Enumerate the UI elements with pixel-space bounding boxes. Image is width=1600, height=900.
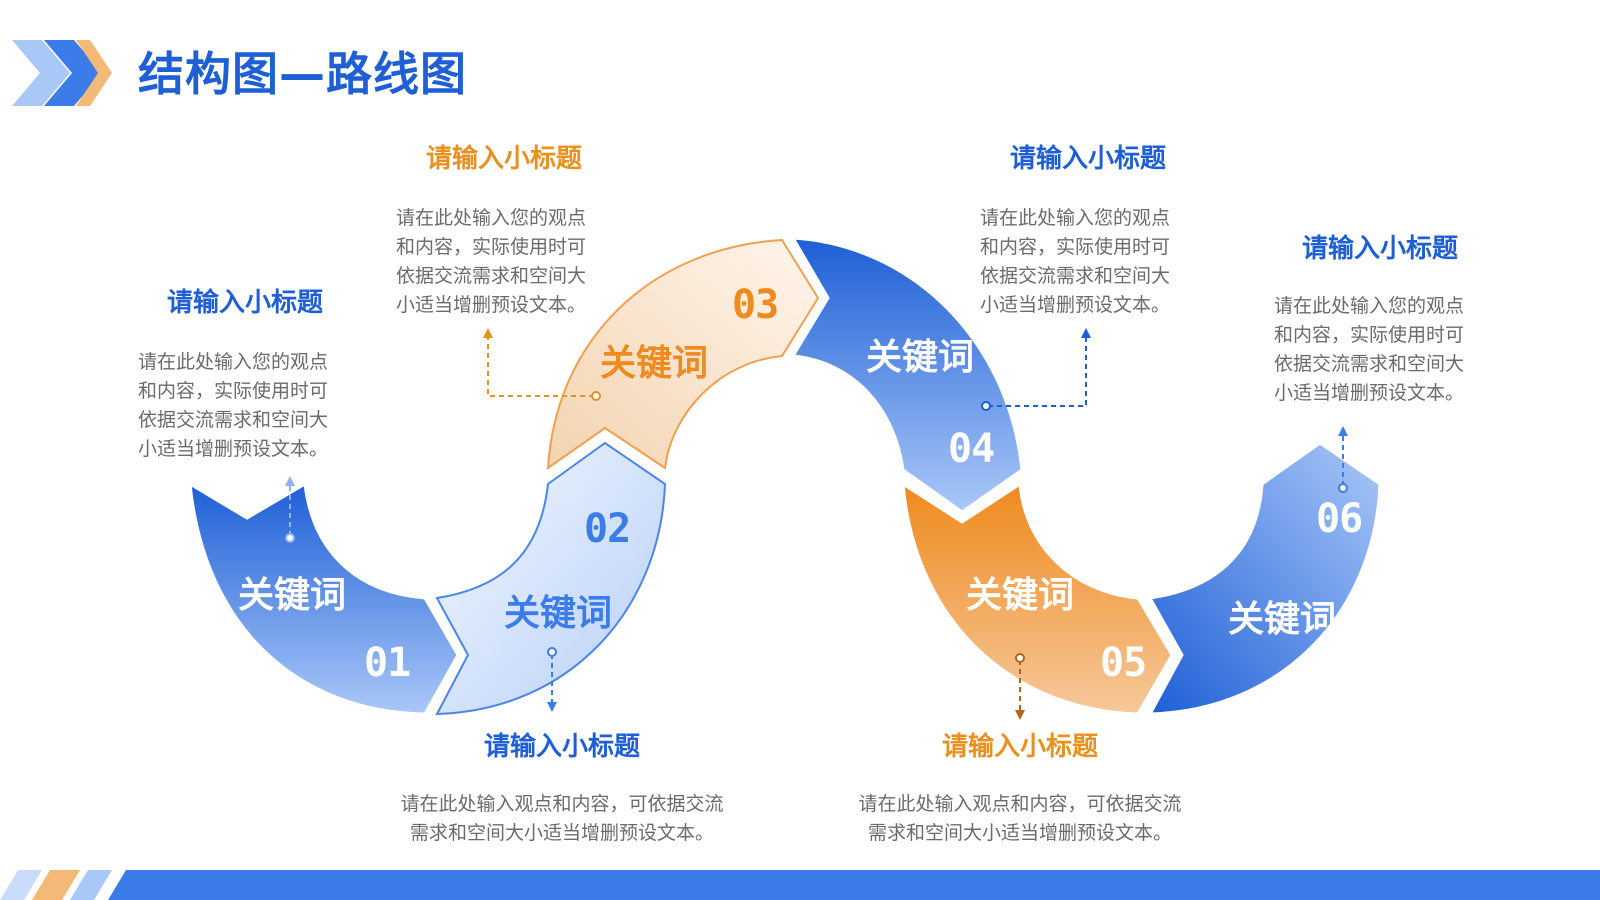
keyword-01: 关键词: [238, 575, 347, 616]
subtitle-06: 请输入小标题: [1301, 234, 1458, 264]
keyword-02: 关键词: [504, 593, 613, 634]
double-chevron-icon: [12, 40, 112, 106]
description-04: 请在此处输入您的观点 和内容，实际使用时可 依据交流需求和空间大 小适当增删预设…: [980, 207, 1171, 316]
keyword-05: 关键词: [966, 575, 1075, 616]
subtitle-05: 请输入小标题: [941, 732, 1098, 762]
subtitle-04: 请输入小标题: [1009, 144, 1166, 174]
arrow-segment-02: [435, 441, 667, 716]
connector-04: [981, 328, 1091, 411]
connector-02: [547, 647, 557, 712]
subtitle-02: 请输入小标题: [483, 732, 640, 762]
connector-05: [1015, 653, 1025, 720]
page-title: 结构图—路线图: [138, 47, 467, 101]
number-01: 01: [364, 640, 411, 686]
description-06: 请在此处输入您的观点 和内容，实际使用时可 依据交流需求和空间大 小适当增删预设…: [1274, 295, 1465, 404]
connector-01: [285, 476, 295, 543]
connector-03: [483, 328, 601, 401]
number-04: 04: [948, 426, 995, 472]
arrow-segment-01: [188, 481, 460, 716]
keyword-03: 关键词: [600, 343, 709, 384]
description-01: 请在此处输入您的观点 和内容，实际使用时可 依据交流需求和空间大 小适当增删预设…: [138, 351, 329, 460]
connector-06: [1338, 426, 1348, 493]
arrow-segment-04: [790, 236, 1024, 514]
arrow-segment-05: [901, 481, 1174, 716]
subtitle-01: 请输入小标题: [166, 288, 323, 318]
number-02: 02: [584, 506, 631, 552]
arrow-segment-06: [1147, 441, 1382, 716]
number-03: 03: [732, 282, 779, 328]
subtitle-03: 请输入小标题: [425, 144, 582, 174]
description-02: 请在此处输入观点和内容，可依据交流 需求和空间大小适当增删预设文本。: [400, 793, 724, 844]
stripe-bar-icon: [0, 870, 1600, 900]
keyword-06: 关键词: [1228, 599, 1337, 640]
number-06: 06: [1316, 496, 1363, 542]
number-05: 05: [1100, 640, 1147, 686]
arrow-segment-03: [546, 238, 820, 471]
keyword-04: 关键词: [866, 337, 975, 378]
description-05: 请在此处输入观点和内容，可依据交流 需求和空间大小适当增删预设文本。: [858, 793, 1182, 844]
description-03: 请在此处输入您的观点 和内容，实际使用时可 依据交流需求和空间大 小适当增删预设…: [396, 207, 587, 316]
